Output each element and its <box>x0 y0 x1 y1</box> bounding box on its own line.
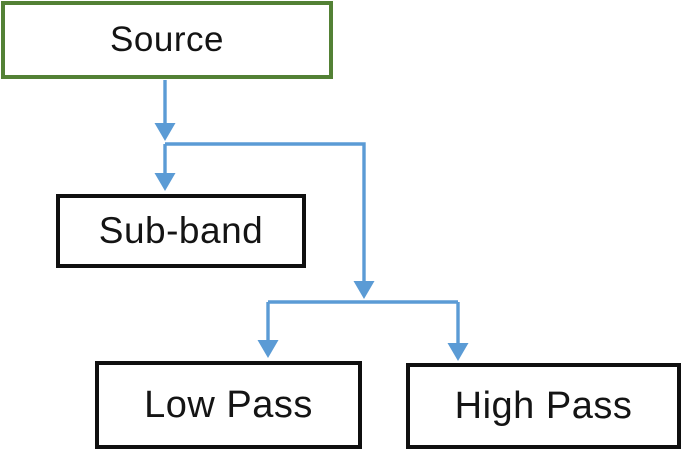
node-high-pass: High Pass <box>406 363 681 449</box>
arrow-split-to-lowpass <box>257 302 279 358</box>
node-source-label: Source <box>110 20 224 59</box>
node-source: Source <box>1 1 333 79</box>
arrow-split-to-highpass <box>447 302 469 361</box>
arrow-split-to-subband <box>154 144 176 191</box>
node-sub-band: Sub-band <box>56 194 306 268</box>
node-high-pass-label: High Pass <box>454 384 633 427</box>
node-sub-band-label: Sub-band <box>98 210 264 251</box>
node-low-pass: Low Pass <box>95 361 362 449</box>
node-low-pass-label: Low Pass <box>144 383 313 426</box>
arrow-source-to-split <box>154 80 176 141</box>
arrow-split-to-second-split <box>165 142 375 299</box>
